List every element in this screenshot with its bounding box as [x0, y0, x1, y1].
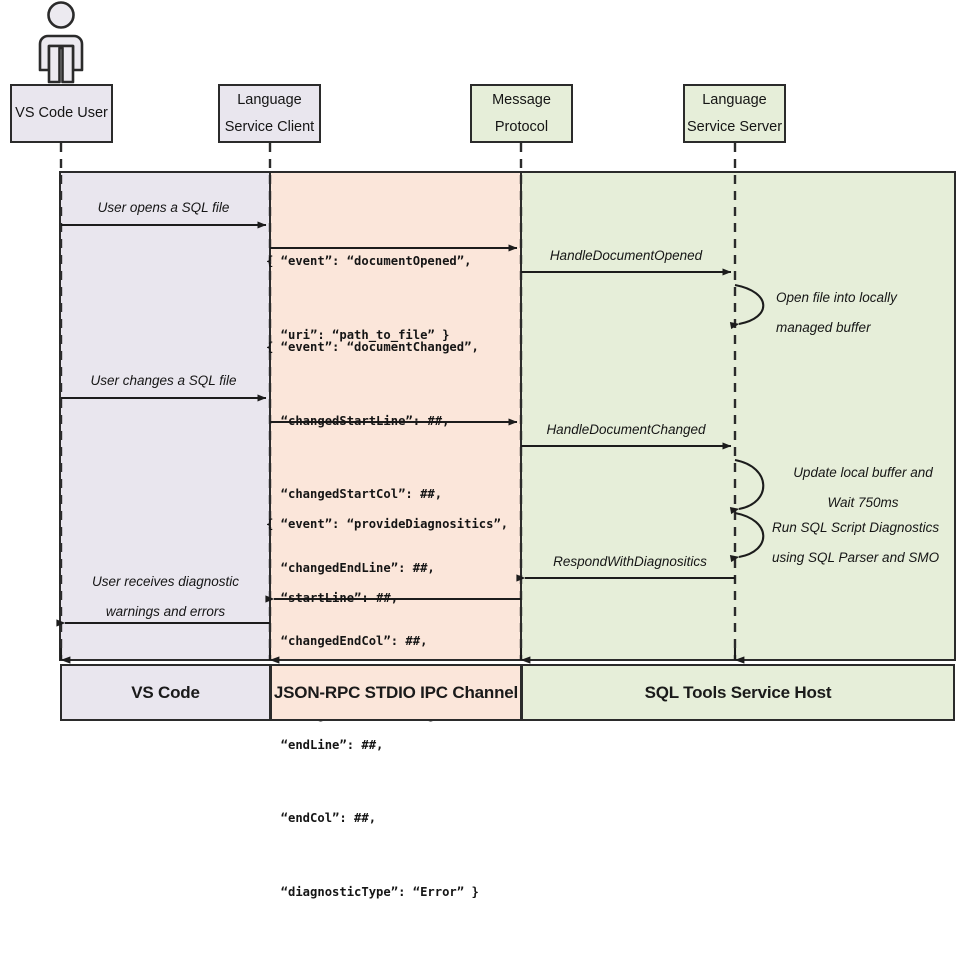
participant-label-line1: Language: [237, 92, 302, 108]
band-json-rpc: [269, 171, 522, 661]
message-label-handle-document-changed: HandleDocumentChanged: [546, 422, 706, 437]
payload-line: “changedStartLine”: ##,: [266, 413, 450, 428]
note-line2: managed buffer: [776, 320, 871, 335]
payload-line: { “event”: “documentOpened”,: [266, 254, 472, 268]
payload-line: { “event”: “provideDiagnositics”,: [266, 517, 509, 531]
participant-label-line1: Message: [492, 92, 551, 108]
footer-cell-json-rpc[interactable]: JSON-RPC STDIO IPC Channel: [270, 664, 522, 721]
note-line1: Open file into locally: [776, 290, 897, 305]
participant-box-vs-code-user[interactable]: VS Code User: [10, 84, 113, 143]
message-label-user-changes-sql-file: User changes a SQL file: [90, 373, 237, 388]
footer-label: VS Code: [131, 682, 200, 702]
message-label-user-opens-sql-file: User opens a SQL file: [97, 200, 230, 215]
note-line1: Run SQL Script Diagnostics: [772, 520, 940, 535]
footer-label: SQL Tools Service Host: [644, 682, 832, 702]
participant-label-line2: Service Server: [686, 118, 783, 135]
loop-open-file-buffer: [729, 283, 765, 330]
lifeline-bands: [59, 171, 956, 661]
participant-label-line1: VS Code User: [15, 105, 108, 122]
payload-line: “uri”: “path_to_file” }: [266, 327, 450, 342]
note-line2: Wait 750ms: [827, 495, 899, 510]
participant-label-line1: Language: [702, 92, 767, 108]
payload-line: { “event”: “documentChanged”,: [266, 340, 479, 354]
payload-line: “changedEndLine”: ##,: [266, 560, 435, 575]
loop-run-diagnostics: [729, 511, 765, 563]
message-label-handle-document-opened: HandleDocumentOpened: [549, 248, 703, 263]
message-label-respond-with-diagnositics: RespondWithDiagnositics: [553, 554, 707, 569]
payload-line: “startLine”: ##,: [266, 590, 399, 605]
participant-box-message-protocol[interactable]: Message Protocol: [470, 84, 573, 143]
payload-line: “endLine”: ##,: [266, 737, 384, 752]
label-line1: User receives diagnostic: [91, 574, 240, 589]
person-actor-icon: [38, 1, 84, 84]
diagram-vector-layer: [38, 1, 956, 664]
label-line2: warnings and errors: [105, 604, 226, 619]
footer-cell-sql-tools[interactable]: SQL Tools Service Host: [521, 664, 955, 721]
note-update-buffer-wait: Update local buffer and Wait 750ms: [772, 458, 954, 518]
payload-line: “endCol”: ##,: [266, 811, 377, 825]
footer-cell-vs-code[interactable]: VS Code: [60, 664, 271, 721]
participant-box-language-service-client[interactable]: Language Service Client: [218, 84, 321, 143]
payload-line: “changedEndCol”: ##,: [266, 634, 428, 648]
lifeline-terminators: [59, 648, 745, 664]
payload-line: “diagnosticType”: “Error” }: [266, 884, 479, 899]
note-run-diagnostics: Run SQL Script Diagnostics using SQL Par…: [772, 513, 958, 573]
message-label-user-receives-diagnostics: User receives diagnostic warnings and er…: [61, 567, 270, 627]
payload-document-opened: { “event”: “documentOpened”, “uri”: “pat…: [266, 200, 471, 396]
message-arrows: [56, 221, 735, 627]
note-open-file-buffer: Open file into locally managed buffer: [776, 283, 956, 343]
note-line1: Update local buffer and: [793, 465, 933, 480]
lifelines: [59, 143, 737, 660]
payload-line: “changedStartCol”: ##,: [266, 487, 443, 501]
self-call-loops: [729, 283, 765, 563]
loop-update-buffer-wait: [729, 458, 765, 515]
sequence-diagram-canvas: VS Code User Language Service Client Mes…: [10, 1, 958, 899]
footer-label: JSON-RPC STDIO IPC Channel: [273, 682, 519, 702]
participant-label-line2: Service Client: [224, 118, 315, 135]
note-line2: using SQL Parser and SMO: [772, 550, 940, 565]
band-vs-code: [59, 171, 271, 661]
participant-label-line2: Protocol: [494, 118, 549, 135]
participant-box-language-service-server[interactable]: Language Service Server: [683, 84, 786, 143]
